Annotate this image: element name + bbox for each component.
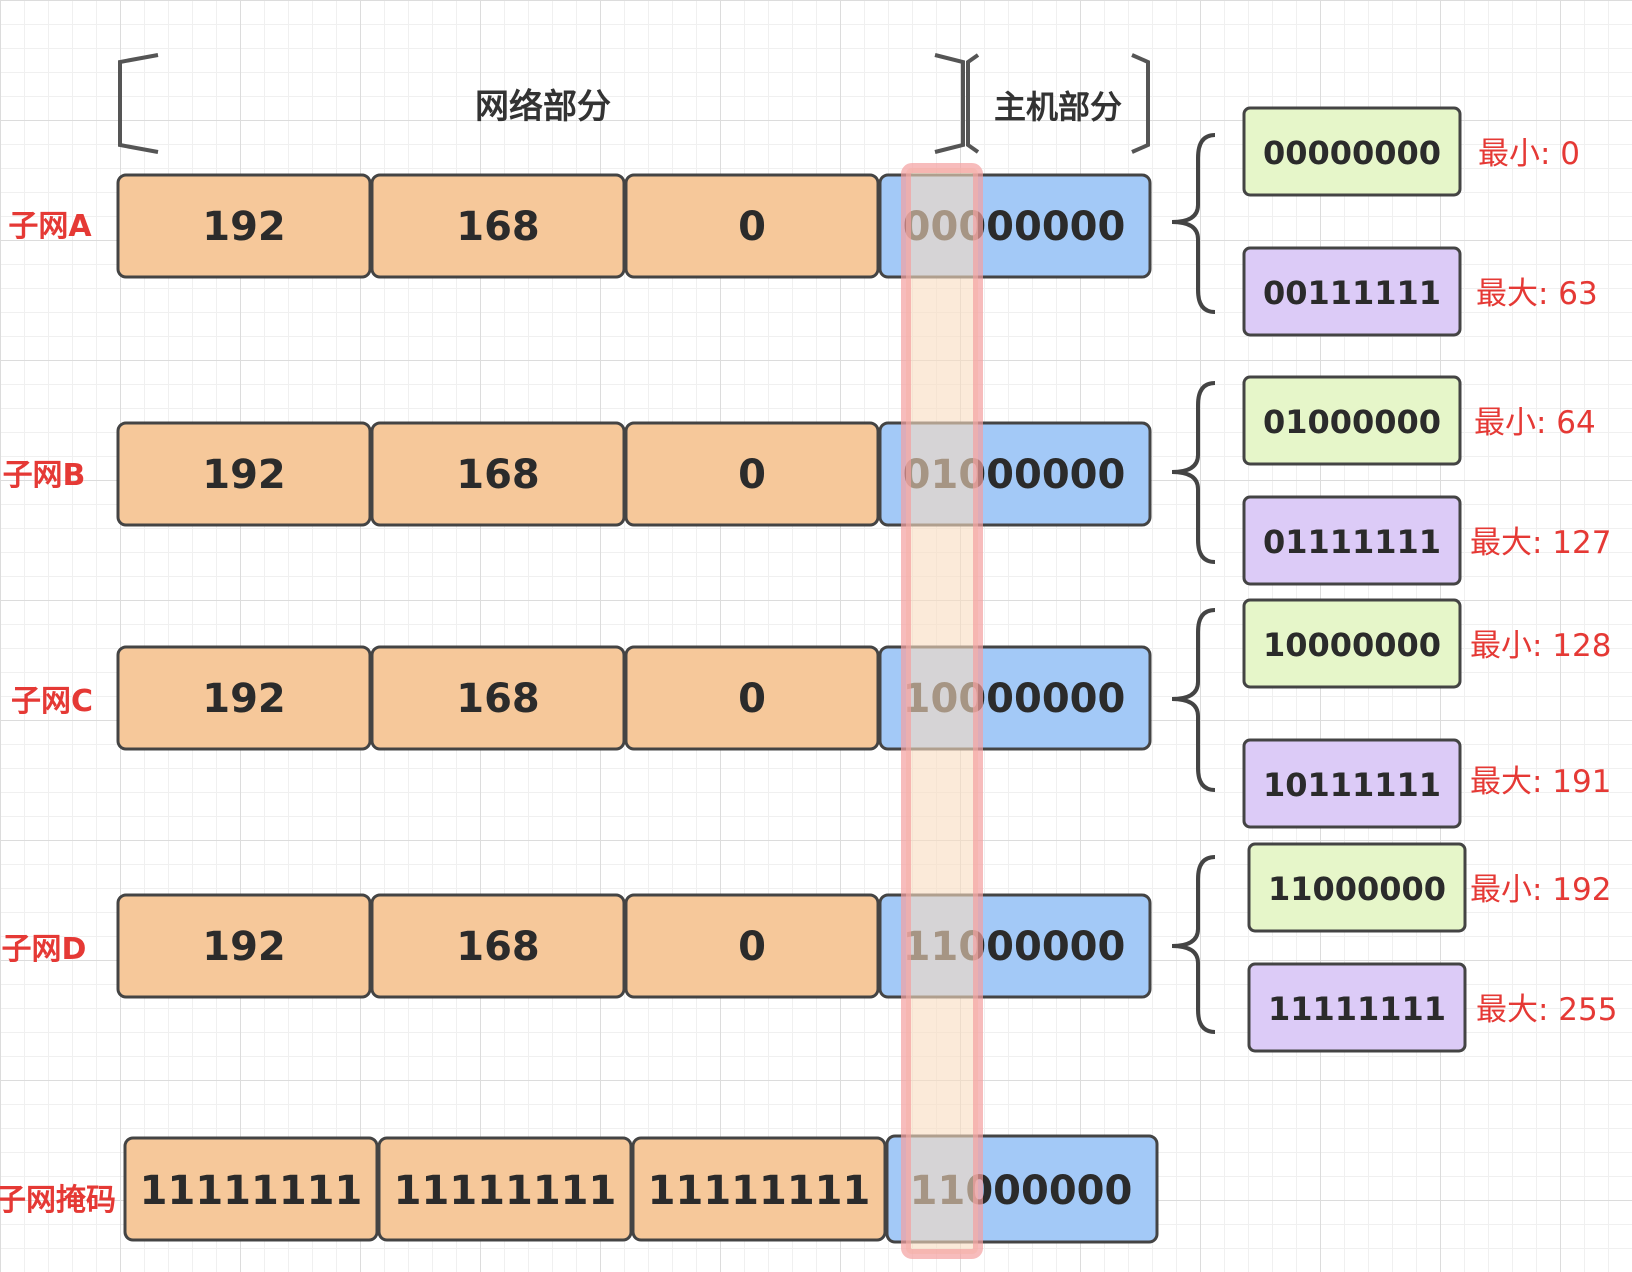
host-part-bracket xyxy=(966,53,1150,154)
octet-value: 192 xyxy=(202,204,286,250)
octet-value: 192 xyxy=(202,924,286,970)
mask-octet-cell xyxy=(631,1136,887,1242)
network-octet-cell xyxy=(624,893,880,999)
octet-value: 168 xyxy=(456,452,540,498)
network-octet-cell xyxy=(116,645,372,751)
min-range-note: 最小: 0 xyxy=(1478,136,1580,172)
subnet-label: 子网D xyxy=(2,932,87,967)
max-range-binary: 10111111 xyxy=(1263,766,1441,804)
max-range-box xyxy=(1247,962,1467,1053)
network-part-label: 网络部分 xyxy=(475,87,611,127)
max-range-note: 最大: 191 xyxy=(1470,764,1611,800)
mask-octet-cell xyxy=(123,1136,379,1242)
octet-value: 0 xyxy=(738,204,766,250)
max-range-note: 最大: 63 xyxy=(1476,276,1598,312)
octet-value: 0 xyxy=(738,924,766,970)
subnet-bits-highlight xyxy=(901,163,983,1259)
max-range-binary: 00111111 xyxy=(1263,274,1441,312)
subnet-label: 子网A xyxy=(8,209,92,244)
min-range-box xyxy=(1242,106,1462,197)
min-range-binary: 00000000 xyxy=(1263,134,1441,172)
max-range-note: 最大: 127 xyxy=(1470,525,1611,561)
max-range-binary: 11111111 xyxy=(1268,990,1446,1028)
network-octet-cell xyxy=(116,421,372,527)
network-octet-cell xyxy=(624,173,880,279)
min-range-note: 最小: 64 xyxy=(1474,405,1596,441)
octet-value: 168 xyxy=(456,204,540,250)
subnet-mask-label: 子网掩码 xyxy=(0,1183,116,1218)
range-brace xyxy=(1171,133,1216,314)
range-brace xyxy=(1171,381,1216,564)
network-octet-cell xyxy=(116,173,372,279)
min-range-box xyxy=(1247,842,1467,933)
network-octet-cell xyxy=(116,893,372,999)
min-range-box xyxy=(1242,375,1462,466)
octet-value: 0 xyxy=(738,452,766,498)
network-octet-cell xyxy=(370,645,626,751)
octet-value: 192 xyxy=(202,452,286,498)
subnet-label: 子网C xyxy=(11,684,93,719)
min-range-binary: 11000000 xyxy=(1268,870,1446,908)
range-brace xyxy=(1171,608,1216,792)
max-range-binary: 01111111 xyxy=(1263,523,1441,561)
subnet-row: 子网D 192 168 0 11000000 11000000 最小: 192 … xyxy=(2,842,1617,1053)
network-octet-cell xyxy=(370,421,626,527)
mask-octet-value: 11111111 xyxy=(648,1168,871,1214)
min-range-binary: 10000000 xyxy=(1263,626,1441,664)
range-brace xyxy=(1171,855,1216,1034)
min-range-note: 最小: 192 xyxy=(1470,872,1611,908)
octet-value: 168 xyxy=(456,676,540,722)
network-part-bracket xyxy=(118,53,965,154)
network-octet-cell xyxy=(370,173,626,279)
network-octet-cell xyxy=(370,893,626,999)
max-range-note: 最大: 255 xyxy=(1476,992,1617,1028)
min-range-binary: 01000000 xyxy=(1263,403,1441,441)
subnet-row: 子网A 192 168 0 00000000 00000000 最小: 0 00… xyxy=(8,106,1598,337)
network-octet-cell xyxy=(624,421,880,527)
max-range-box xyxy=(1242,246,1462,337)
subnet-row: 子网B 192 168 0 01000000 01000000 最小: 64 0… xyxy=(3,375,1611,586)
subnet-label: 子网B xyxy=(3,458,86,493)
subnet-mask-row: 子网掩码 11111111 11111111 11111111 11000000 xyxy=(0,1134,1159,1244)
mask-octet-value: 11111111 xyxy=(140,1168,363,1214)
mask-octet-value: 11111111 xyxy=(394,1168,617,1214)
octet-value: 168 xyxy=(456,924,540,970)
network-octet-cell xyxy=(624,645,880,751)
mask-octet-cell xyxy=(377,1136,633,1242)
max-range-box xyxy=(1242,738,1462,829)
octet-value: 192 xyxy=(202,676,286,722)
max-range-box xyxy=(1242,495,1462,586)
min-range-note: 最小: 128 xyxy=(1470,628,1611,664)
host-part-label: 主机部分 xyxy=(994,88,1122,126)
octet-value: 0 xyxy=(738,676,766,722)
subnet-row: 子网C 192 168 0 10000000 10000000 最小: 128 … xyxy=(11,598,1611,829)
min-range-box xyxy=(1242,598,1462,689)
